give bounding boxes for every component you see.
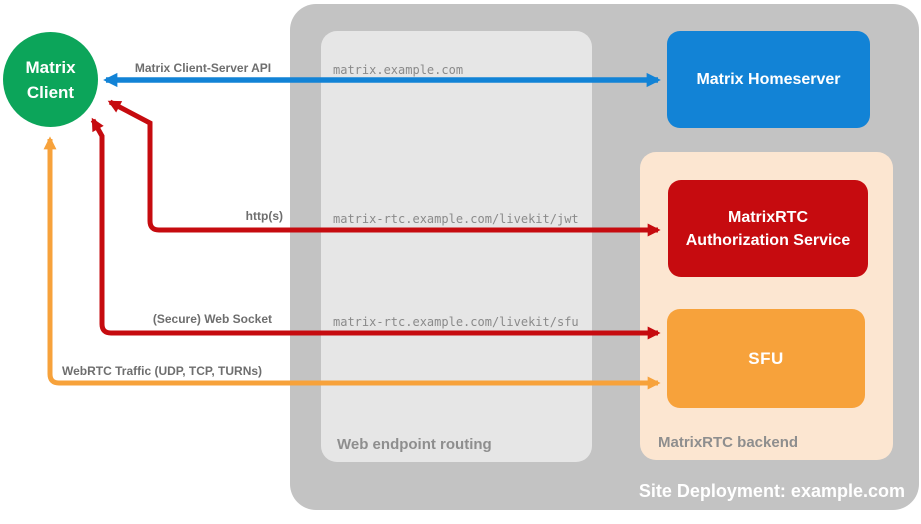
sfu-node: SFU [667,309,865,408]
edge-label-webrtc: WebRTC Traffic (UDP, TCP, TURNs) [62,364,263,378]
edge-label-client-server-api: Matrix Client-Server API [134,61,272,75]
endpoint-url-livekit-sfu: matrix-rtc.example.com/livekit/sfu [333,315,579,329]
endpoint-url-homeserver: matrix.example.com [333,63,464,77]
matrixrtc-authorization-service-node: MatrixRTC Authorization Service [668,180,868,277]
matrix-client-node: Matrix Client [3,32,98,127]
web-endpoint-routing-label: Web endpoint routing [337,436,492,453]
matrix-homeserver-label: Matrix Homeserver [696,70,841,88]
edge-label-websocket: (Secure) Web Socket [152,312,272,326]
matrixrtc-backend-label: MatrixRTC backend [658,434,799,451]
matrixrtc-authorization-service-label: MatrixRTC Authorization Service [685,208,851,249]
endpoint-url-livekit-jwt: matrix-rtc.example.com/livekit/jwt [333,212,579,226]
sfu-label: SFU [748,348,784,368]
site-deployment-label: Site Deployment: example.com [638,481,905,501]
edge-label-http: http(s) [245,209,283,223]
matrix-client-label: Matrix Client [25,57,76,102]
matrix-homeserver-node: Matrix Homeserver [667,31,870,128]
web-endpoint-routing-container: Web endpoint routing [321,31,592,462]
